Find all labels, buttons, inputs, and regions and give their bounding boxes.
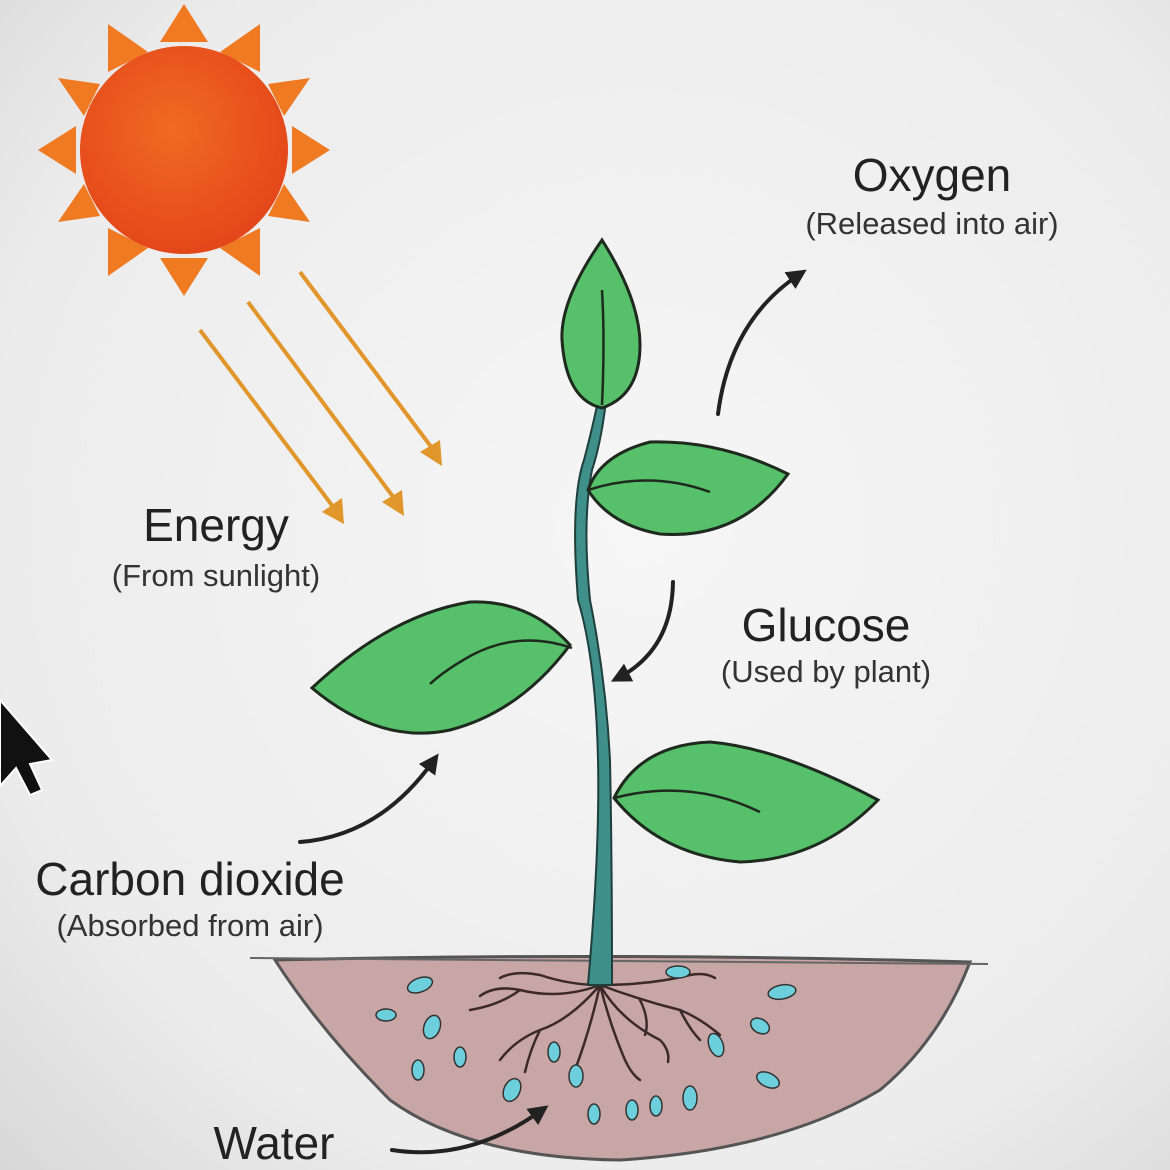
sun-icon [38, 4, 330, 296]
energy-title: Energy [143, 499, 289, 551]
label-arrows [298, 269, 807, 1155]
glucose-subtitle: (Used by plant) [720, 654, 932, 689]
energy-subtitle: (From sunlight) [111, 558, 321, 593]
mouse-cursor-icon [0, 698, 54, 797]
leaf-lower-right [612, 740, 881, 864]
water-title: Water [213, 1117, 335, 1169]
soil-mound [249, 954, 989, 1162]
carbon-dioxide-arrow [298, 753, 439, 844]
oxygen-subtitle: (Released into air) [805, 206, 1059, 241]
sunlight-arrows [198, 270, 442, 524]
leaf-upper-right [586, 440, 791, 536]
leaf-top [560, 237, 642, 410]
water-arrow [390, 1105, 549, 1155]
oxygen-arrow [716, 269, 807, 416]
carbon-dioxide-subtitle: (Absorbed from air) [56, 908, 324, 943]
leaf-left [309, 600, 573, 735]
oxygen-title: Oxygen [852, 149, 1012, 201]
glucose-arrow [610, 580, 675, 682]
glucose-title: Glucose [741, 599, 911, 651]
roots [468, 971, 722, 1082]
carbon-dioxide-title: Carbon dioxide [35, 853, 345, 905]
water-drops [375, 965, 797, 1125]
